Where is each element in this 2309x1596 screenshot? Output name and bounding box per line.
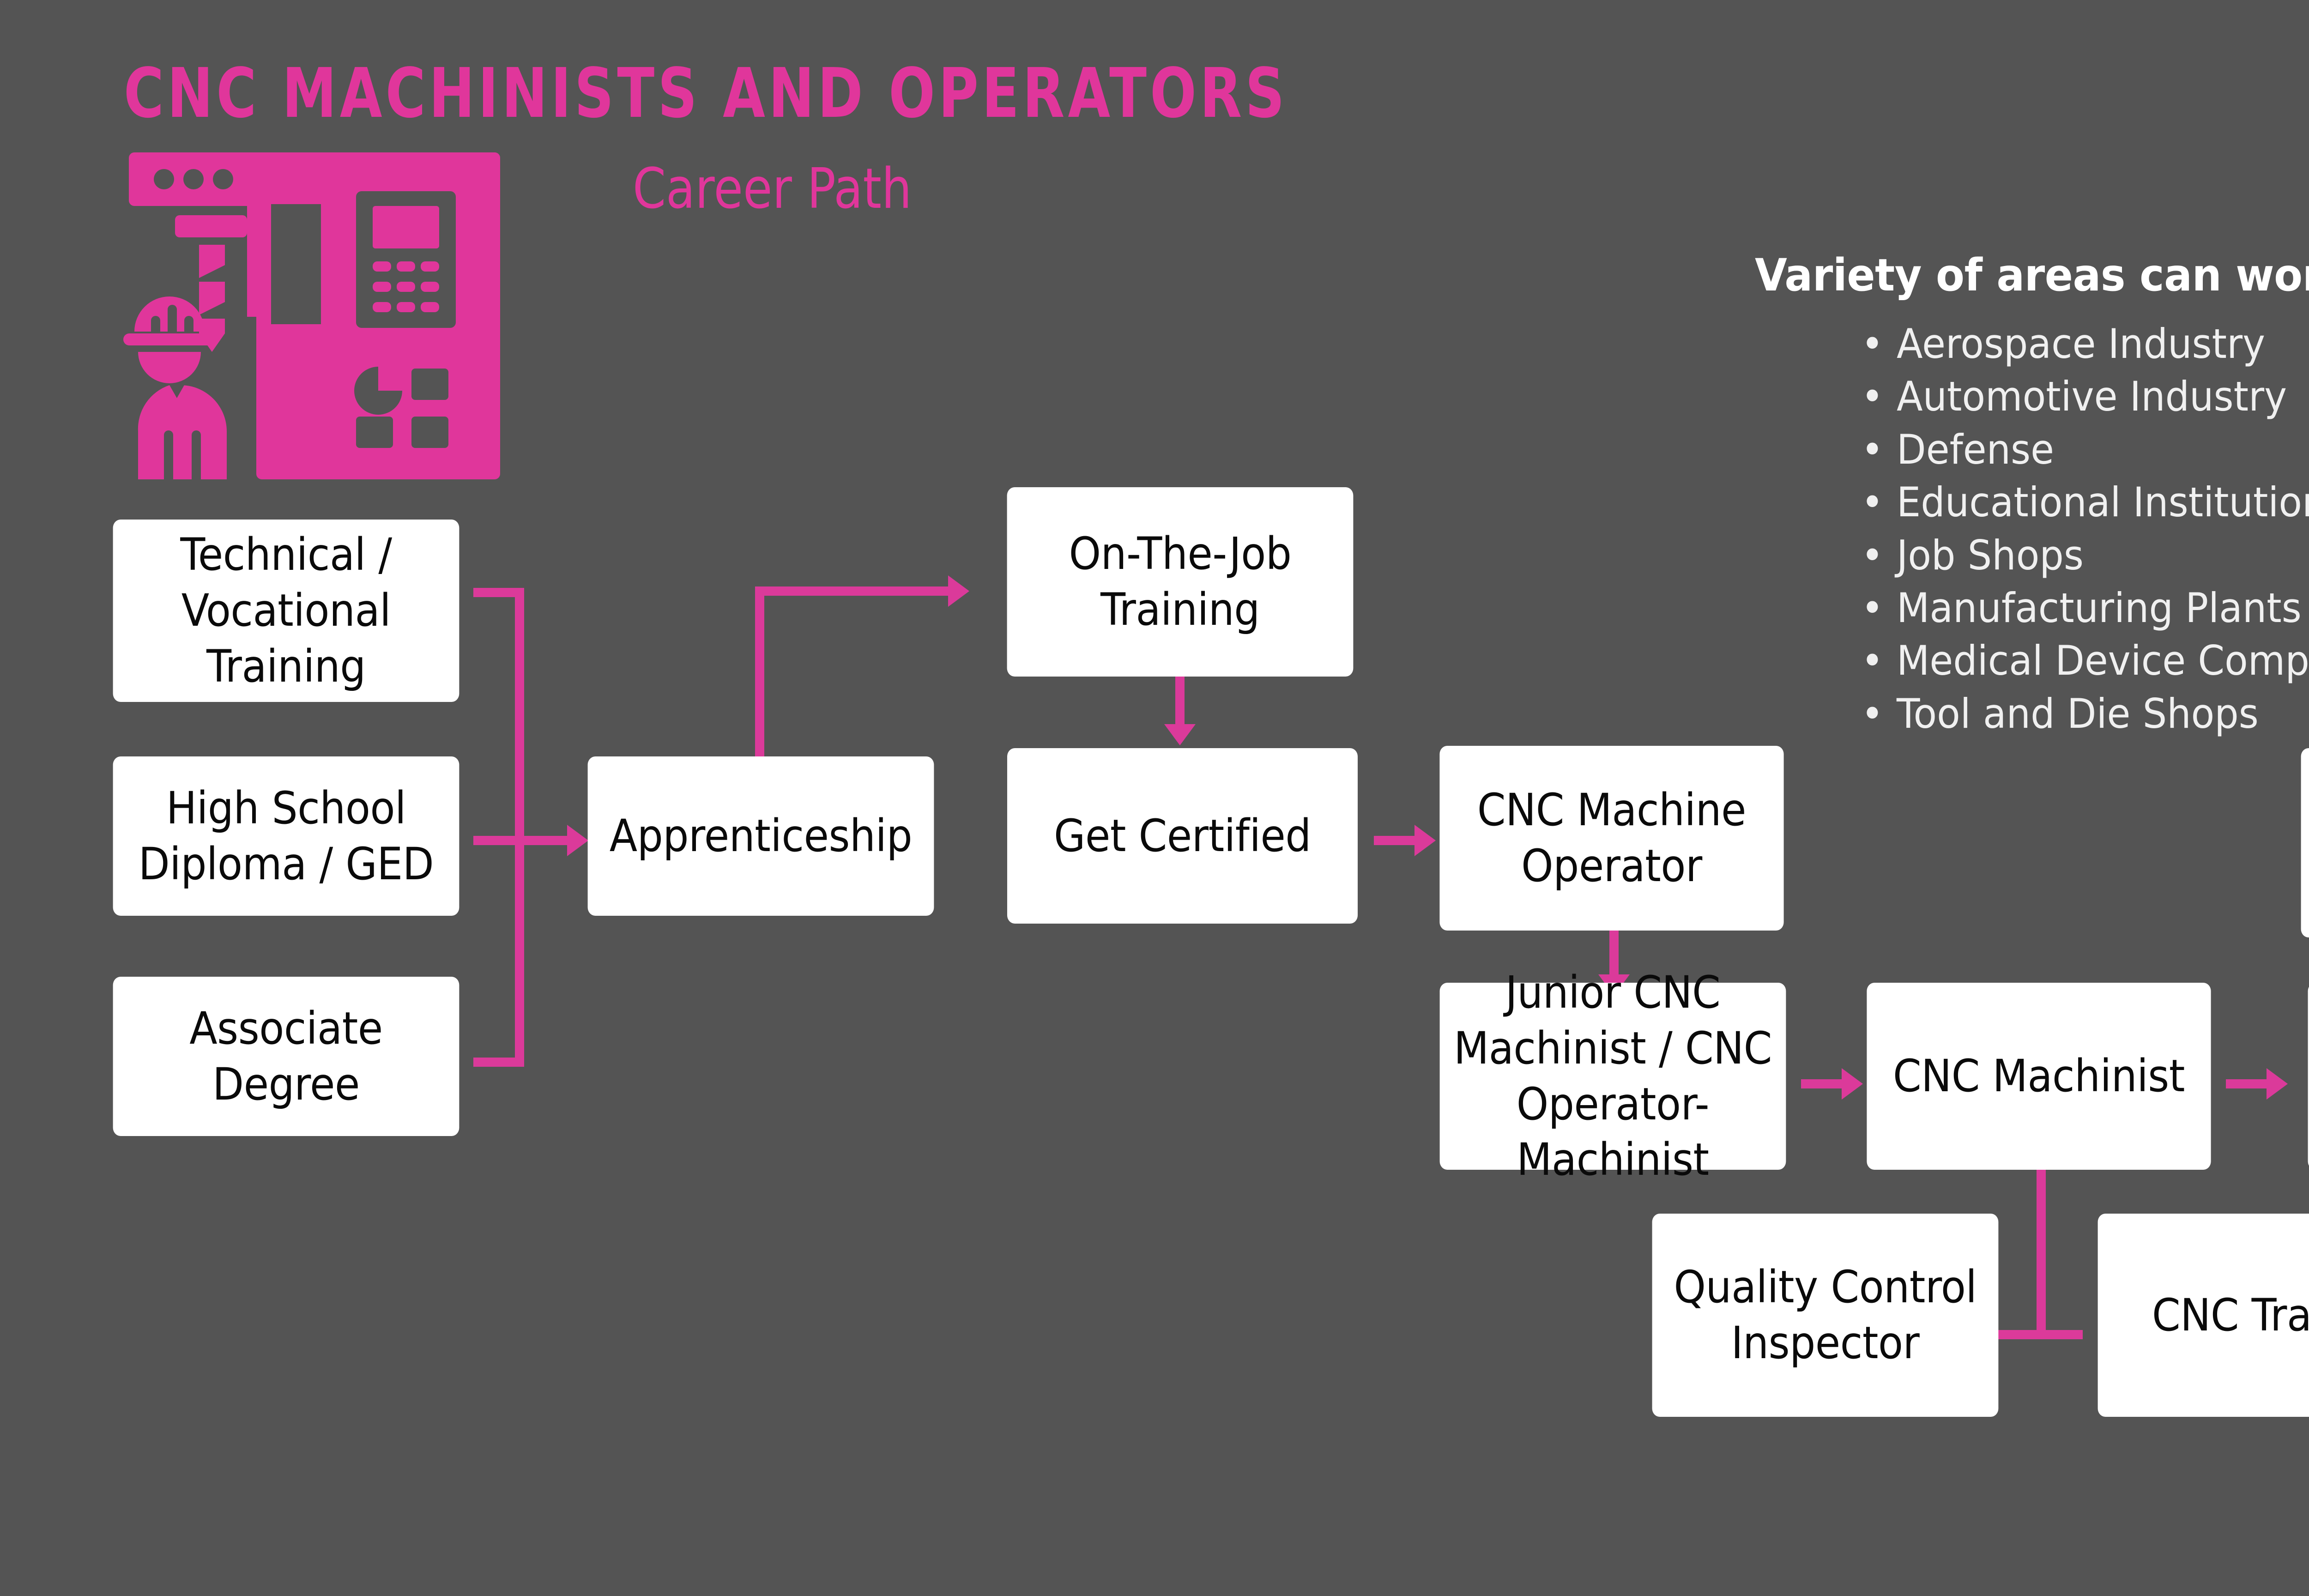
list-item: Tool and Die Shops — [1861, 688, 2309, 740]
arrowhead-to-get-certified — [1164, 724, 1196, 745]
node-technical-vocational-training[interactable]: Technical / Vocational Training — [113, 520, 459, 702]
node-cnc-machine-operator[interactable]: CNC Machine Operator — [1439, 746, 1784, 931]
page-title: CNC MACHINISTS AND OPERATORS — [124, 54, 1288, 133]
node-label: Associate Degree — [189, 1002, 383, 1110]
node-label: On-The-Job Training — [1069, 528, 1292, 635]
node-on-the-job-training[interactable]: On-The-Job Training — [1007, 487, 1354, 677]
node-label: Quality Control Inspector — [1674, 1261, 1977, 1369]
node-cnc-trainer[interactable]: CNC Trainer — [2097, 1214, 2309, 1417]
list-item: Educational Institutions — [1861, 476, 2309, 529]
node-label: Apprenticeship — [609, 810, 913, 862]
node-label: CNC Machine Operator — [1477, 784, 1747, 892]
list-item: Job Shops — [1861, 529, 2309, 582]
node-cnc-setup-specialist[interactable]: CNC Setup Specialist / CNC Setup Technic… — [2308, 983, 2309, 1170]
connector-education-spine — [515, 588, 524, 1067]
list-item: Defense — [1861, 423, 2309, 476]
page-subtitle: Career Path — [633, 157, 912, 221]
connector-machinist-down — [2037, 1168, 2046, 1339]
arrowhead-to-cnc-machinist — [1842, 1068, 1863, 1100]
node-cnc-programmer[interactable]: CNC Programmer — [2301, 748, 2309, 937]
arrowhead-to-apprenticeship — [567, 825, 588, 856]
variety-of-areas-panel: Variety of areas can work at: Aerospace … — [1755, 249, 2309, 740]
list-item: Aerospace Industry — [1861, 318, 2309, 370]
node-label: Technical / Vocational Training — [180, 529, 392, 692]
node-label: High School Diploma / GED — [138, 782, 434, 890]
arrowhead-to-cnc-machine-operator — [1414, 825, 1436, 856]
node-label: CNC Trainer — [2152, 1289, 2309, 1341]
connector-apprenticeship-up — [755, 586, 764, 771]
list-item: Manufacturing Plants — [1861, 582, 2309, 635]
connector-operator-to-junior — [1609, 930, 1619, 980]
node-apprenticeship[interactable]: Apprenticeship — [587, 756, 934, 916]
node-label: Get Certified — [1053, 810, 1312, 862]
arrowhead-to-cnc-setup-specialist — [2267, 1068, 2288, 1100]
connector-apprenticeship-to-ojt — [755, 586, 954, 596]
arrowhead-to-on-the-job-training — [948, 575, 969, 607]
node-high-school-diploma-ged[interactable]: High School Diploma / GED — [113, 756, 459, 916]
connector-education-to-apprenticeship — [515, 836, 573, 845]
node-get-certified[interactable]: Get Certified — [1007, 748, 1358, 924]
node-label: Junior CNC Machinist / CNC Operator-Mach… — [1454, 966, 1772, 1186]
node-label: CNC Machinist — [1892, 1050, 2185, 1102]
connector-ojt-to-get-certified — [1175, 674, 1185, 730]
cnc-machine-operator-icon — [123, 152, 500, 479]
node-quality-control-inspector[interactable]: Quality Control Inspector — [1652, 1214, 1999, 1417]
connector-machinist-to-setup — [2226, 1079, 2272, 1088]
variety-list: Aerospace Industry Automotive Industry D… — [1755, 318, 2309, 740]
connector-education-stub-mid — [473, 836, 524, 845]
node-associate-degree[interactable]: Associate Degree — [113, 977, 459, 1136]
connector-education-stub-bottom — [473, 1058, 524, 1067]
node-cnc-machinist[interactable]: CNC Machinist — [1867, 983, 2211, 1170]
connector-education-stub-top — [473, 588, 524, 597]
list-item: Automotive Industry — [1861, 370, 2309, 423]
list-item: Medical Device Companies — [1861, 635, 2309, 687]
connector-get-certified-to-operator — [1374, 836, 1420, 845]
connector-junior-to-machinist — [1801, 1079, 1847, 1088]
node-junior-cnc-machinist[interactable]: Junior CNC Machinist / CNC Operator-Mach… — [1439, 967, 1786, 1185]
connector-qc-trainer-crossbar — [1995, 1330, 2083, 1339]
variety-title: Variety of areas can work at: — [1755, 249, 2309, 301]
